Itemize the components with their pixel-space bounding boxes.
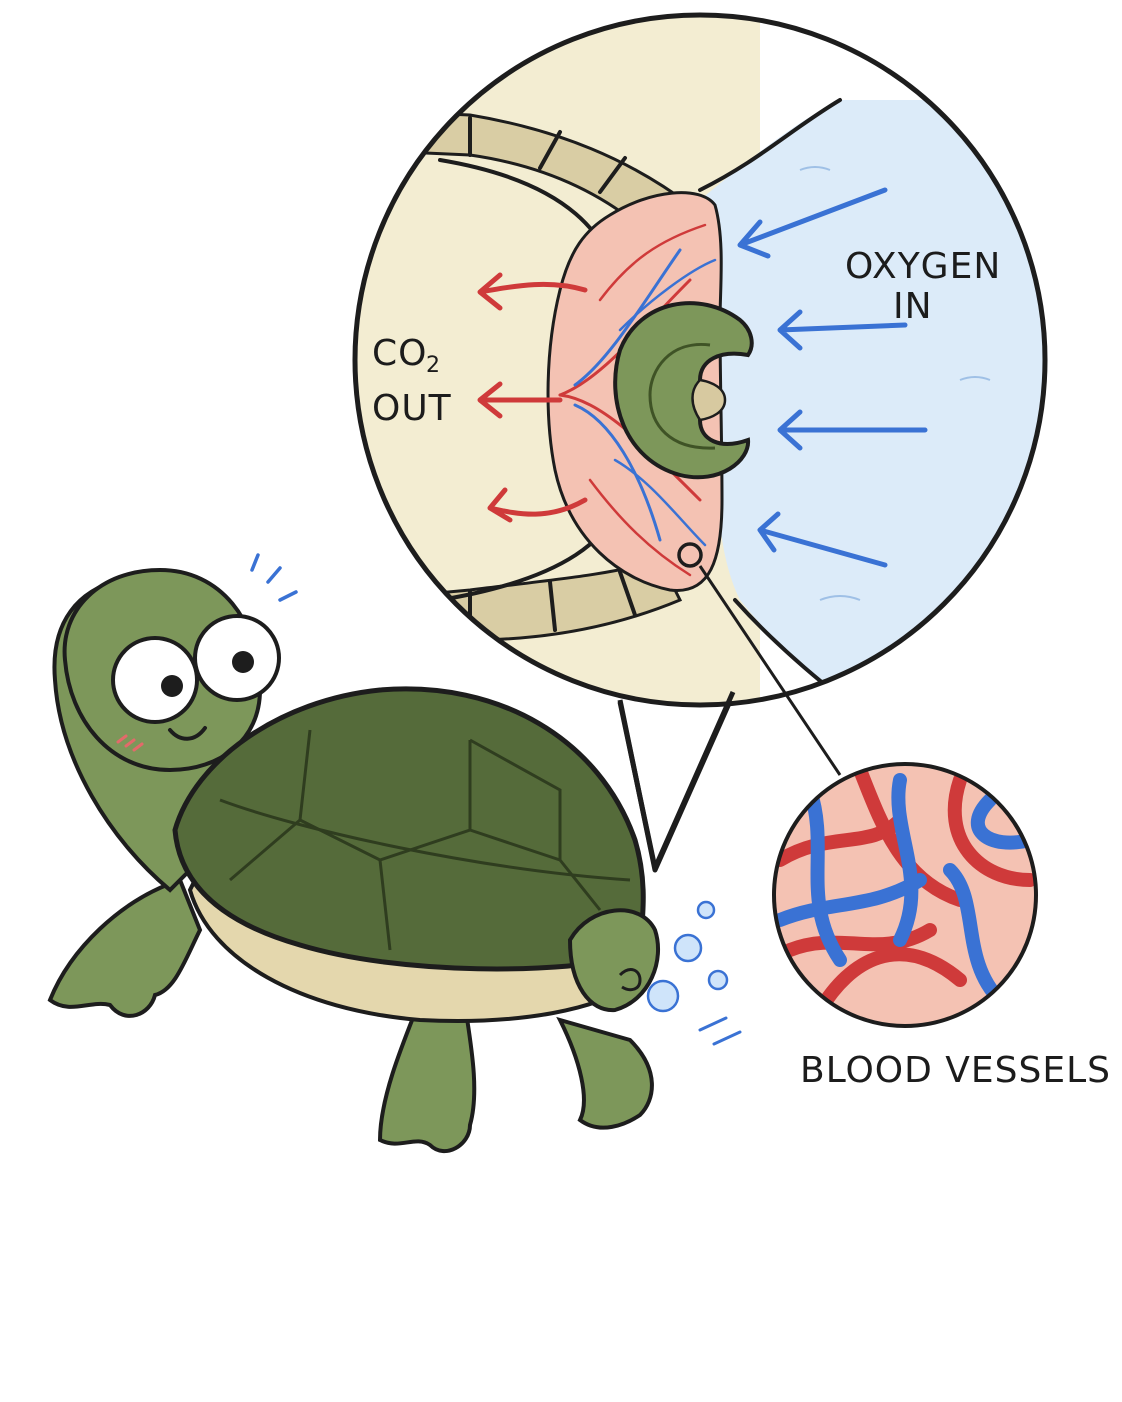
blood-vessels-inset	[772, 762, 1038, 1028]
water-region	[700, 100, 1045, 705]
turtle-front-leg-right	[377, 997, 477, 1153]
carapace-scutes	[219, 729, 631, 951]
co2-arrow-icon	[477, 381, 563, 419]
bubble-icon	[646, 979, 680, 1013]
magnified-view-bubble	[352, 12, 1048, 873]
blood-vessels-label: BLOOD VESSELS	[800, 1050, 1111, 1091]
oxygen-arrow-icon	[777, 409, 928, 451]
co2-label-subscript: 2	[426, 353, 440, 378]
oxygen-arrow-icon	[737, 187, 888, 259]
bubble-icon	[707, 969, 729, 991]
oxygen-label-line1: OXYGEN	[845, 246, 1001, 287]
co2-label-line2: OUT	[372, 388, 452, 429]
oxygen-arrow-icon	[777, 309, 908, 351]
connector-line	[698, 565, 842, 776]
turtle-tail-cloaca	[567, 908, 661, 1013]
co2-arrow-icon	[477, 272, 588, 311]
co2-arrow-icon	[487, 487, 588, 523]
cloaca-opening	[613, 301, 754, 480]
turtle-front-leg-left	[47, 877, 203, 1018]
oxygen-arrow-icon	[757, 511, 888, 568]
bubble-icon	[673, 933, 703, 963]
surprise-marks-icon	[250, 553, 298, 602]
co2-label-main: CO	[372, 333, 427, 374]
turtle-back-leg	[556, 1016, 654, 1130]
turtle-carapace	[172, 686, 646, 972]
oxygen-arrows	[737, 187, 928, 568]
turtle	[47, 553, 661, 1153]
bubble-icon	[696, 900, 716, 920]
magnifier-ring-icon	[677, 542, 703, 568]
bubbles	[646, 900, 729, 1013]
co2-arrows	[477, 272, 588, 523]
motion-marks-icon	[698, 1016, 742, 1046]
turtle-eye-left	[111, 636, 199, 724]
oxygen-label-line2: IN	[893, 286, 933, 327]
